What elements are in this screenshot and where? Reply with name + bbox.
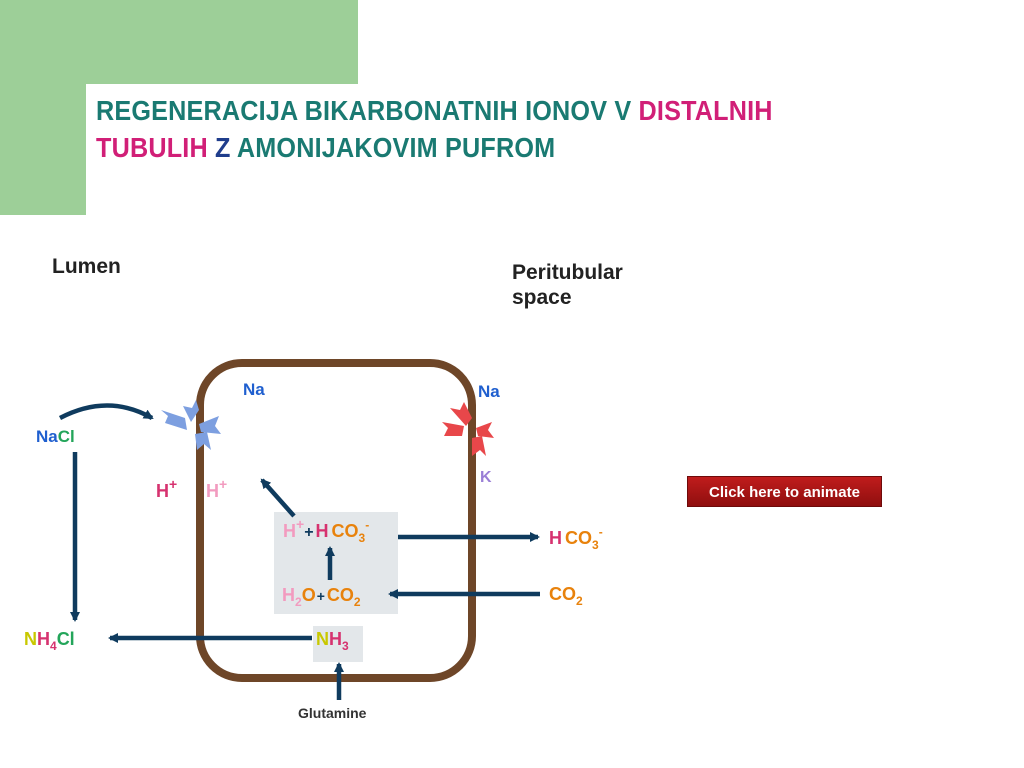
- lumen-label: Lumen: [52, 255, 121, 278]
- reaction-box: [274, 512, 398, 614]
- title-part-4: Z: [207, 132, 237, 163]
- reaction-water-co2: H2O+CO2: [282, 585, 361, 609]
- tubular-cell-membrane: [196, 359, 476, 682]
- arrow-nacl-to-exchanger: [58, 403, 154, 420]
- na-left-label: Na: [243, 380, 265, 399]
- peritubular-label-line-1: Peritubular: [512, 261, 623, 284]
- na-h-exchanger-icon: [161, 400, 221, 450]
- title-part-1: REGENERACIJA BIKARBONATNIH IONOV V: [96, 95, 639, 126]
- nh3-label: NH3: [316, 629, 349, 653]
- slide-title: REGENERACIJA BIKARBONATNIH IONOV V DISTA…: [96, 92, 906, 166]
- nh3-box: [313, 626, 363, 662]
- k-label: K: [480, 469, 492, 486]
- nh4cl-label: NH4Cl: [24, 629, 75, 653]
- na-right-label: Na: [478, 382, 500, 401]
- h-plus-label-1: H+: [156, 476, 177, 501]
- title-part-2: DISTALNIH: [638, 95, 773, 126]
- animate-button[interactable]: Click here to animate: [687, 476, 882, 507]
- title-part-3: TUBULIH: [96, 132, 208, 163]
- green-corner-left: [0, 84, 86, 215]
- peritubular-label-line-2: space: [512, 286, 572, 309]
- na-k-pump-icon: [442, 402, 494, 456]
- co2-outside-label: CO2: [549, 584, 583, 608]
- nacl-label: NaCl: [36, 427, 75, 446]
- h-plus-label-2: H+: [206, 476, 227, 501]
- title-part-5: AMONIJAKOVIM PUFROM: [236, 132, 556, 163]
- green-corner-top: [0, 0, 358, 84]
- arrow-to-hplus: [260, 478, 296, 518]
- glutamine-label: Glutamine: [298, 705, 367, 721]
